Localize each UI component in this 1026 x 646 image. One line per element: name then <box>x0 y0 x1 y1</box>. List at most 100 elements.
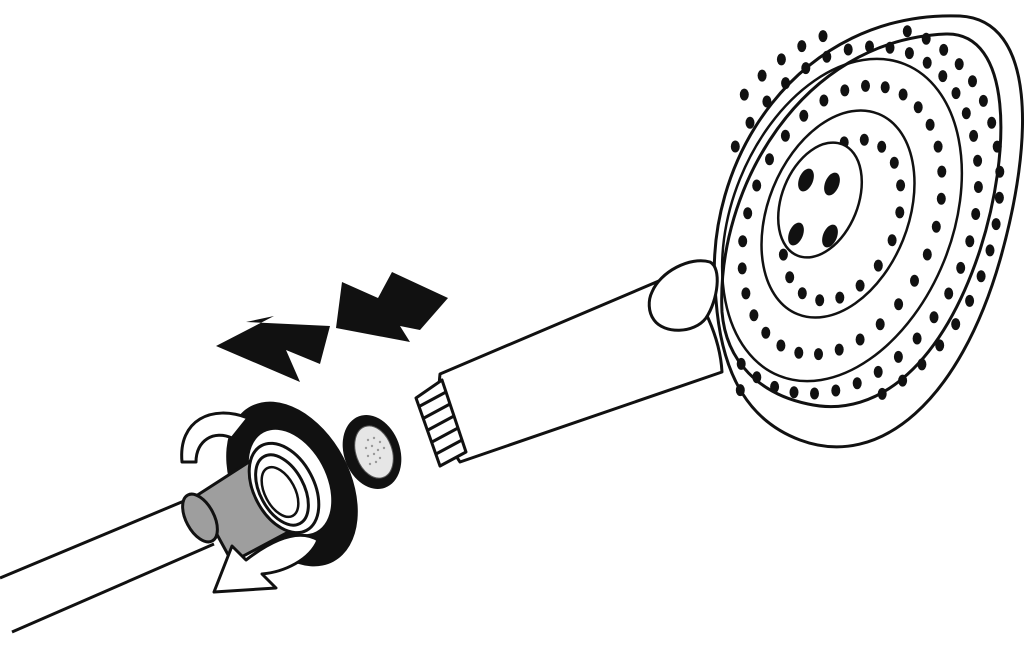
nozzle-dot <box>939 44 948 56</box>
nozzle-dot <box>923 57 932 69</box>
nozzle-dot <box>952 87 961 99</box>
nozzle-dot <box>770 381 779 393</box>
nozzle-dot <box>860 134 869 146</box>
nozzle-dot <box>992 218 1001 230</box>
nozzle-dot <box>895 206 904 218</box>
nozzle-dot <box>822 51 831 63</box>
nozzle-dot <box>819 30 828 42</box>
nozzle-dot <box>910 275 919 287</box>
nozzle-dot <box>935 339 944 351</box>
nozzle-dot <box>987 117 996 129</box>
nozzle-dot <box>777 53 786 65</box>
nozzle-dot <box>951 318 960 330</box>
nozzle-dot <box>881 81 890 93</box>
nozzle-dot <box>876 318 885 330</box>
nozzle-dot <box>973 155 982 167</box>
nozzle-dot <box>962 107 971 119</box>
nozzle-dot <box>781 130 790 142</box>
nozzle-dot <box>956 262 965 274</box>
nozzle-dot <box>752 180 761 192</box>
nozzle-dot <box>835 344 844 356</box>
nozzle-dot <box>896 179 905 191</box>
push-arrows <box>216 272 448 382</box>
nozzle-dot <box>743 207 752 219</box>
nozzle-dot <box>740 89 749 101</box>
nozzle-dot <box>856 280 865 292</box>
nozzle-dot <box>874 260 883 272</box>
nozzle-dot <box>738 235 747 247</box>
nozzle-dot <box>765 153 774 165</box>
nozzle-dot <box>736 384 745 396</box>
nozzle-dot <box>878 388 887 400</box>
nozzle-dot <box>937 166 946 178</box>
nozzle-dot <box>913 333 922 345</box>
nozzle-dot <box>899 89 908 101</box>
nozzle-dot <box>938 70 947 82</box>
nozzle-dot <box>785 271 794 283</box>
nozzle-dot <box>741 287 750 299</box>
push-arrow-right <box>336 272 448 342</box>
nozzle-dot <box>790 386 799 398</box>
nozzle-dot <box>831 385 840 397</box>
nozzle-dot <box>798 287 807 299</box>
nozzle-dot <box>865 41 874 53</box>
nozzle-dot <box>974 181 983 193</box>
nozzle-dot <box>856 334 865 346</box>
nozzle-dot <box>993 141 1002 153</box>
nozzle-dot <box>819 95 828 107</box>
nozzle-dot <box>801 62 810 74</box>
nozzle-dot <box>794 347 803 359</box>
nozzle-dot <box>914 101 923 113</box>
nozzle-dot <box>815 294 824 306</box>
nozzle-dot <box>877 141 886 153</box>
nozzle-dot <box>810 388 819 400</box>
nozzle-dot <box>853 377 862 389</box>
nozzle-dot <box>746 117 755 129</box>
nozzle-dot <box>776 340 785 352</box>
nozzle-dot <box>905 47 914 59</box>
nozzle-dot <box>835 292 844 304</box>
nozzle-dot <box>937 193 946 205</box>
nozzle-dot <box>944 288 953 300</box>
nozzle-dot <box>874 366 883 378</box>
nozzle-dot <box>752 371 761 383</box>
nozzle-dot <box>965 295 974 307</box>
nozzle-dot <box>844 44 853 56</box>
nozzle-dot <box>886 42 895 54</box>
nozzle-dot <box>977 270 986 282</box>
nozzle-dot <box>781 77 790 89</box>
nozzle-dot <box>888 234 897 246</box>
nozzle-dot <box>917 358 926 370</box>
nozzle-dot <box>968 75 977 87</box>
nozzle-dot <box>761 327 770 339</box>
nozzle-dot <box>969 130 978 142</box>
nozzle-dot <box>965 235 974 247</box>
nozzle-dot <box>932 221 941 233</box>
nozzle-dot <box>934 141 943 153</box>
nozzle-dot <box>758 70 767 82</box>
nozzle-dot <box>923 249 932 261</box>
nozzle-dot <box>861 80 870 92</box>
nozzle-dot <box>840 84 849 96</box>
nozzle-dot <box>731 141 740 153</box>
nozzle-dot <box>898 375 907 387</box>
nozzle-dot <box>926 119 935 131</box>
nozzle-dot <box>930 311 939 323</box>
nozzle-dot <box>995 166 1004 178</box>
nozzle-dot <box>749 309 758 321</box>
nozzle-dot <box>737 358 746 370</box>
nozzle-dot <box>738 262 747 274</box>
hose <box>0 496 214 632</box>
nozzle-dot <box>922 33 931 45</box>
nozzle-dot <box>890 157 899 169</box>
nozzle-dot <box>762 96 771 108</box>
nozzle-dot <box>995 192 1004 204</box>
nozzle-dot <box>979 95 988 107</box>
nozzle-dot <box>971 208 980 220</box>
nozzle-dot <box>894 298 903 310</box>
nozzle-dot <box>779 249 788 261</box>
push-arrow-left <box>216 316 330 382</box>
nozzle-dot <box>799 110 808 122</box>
